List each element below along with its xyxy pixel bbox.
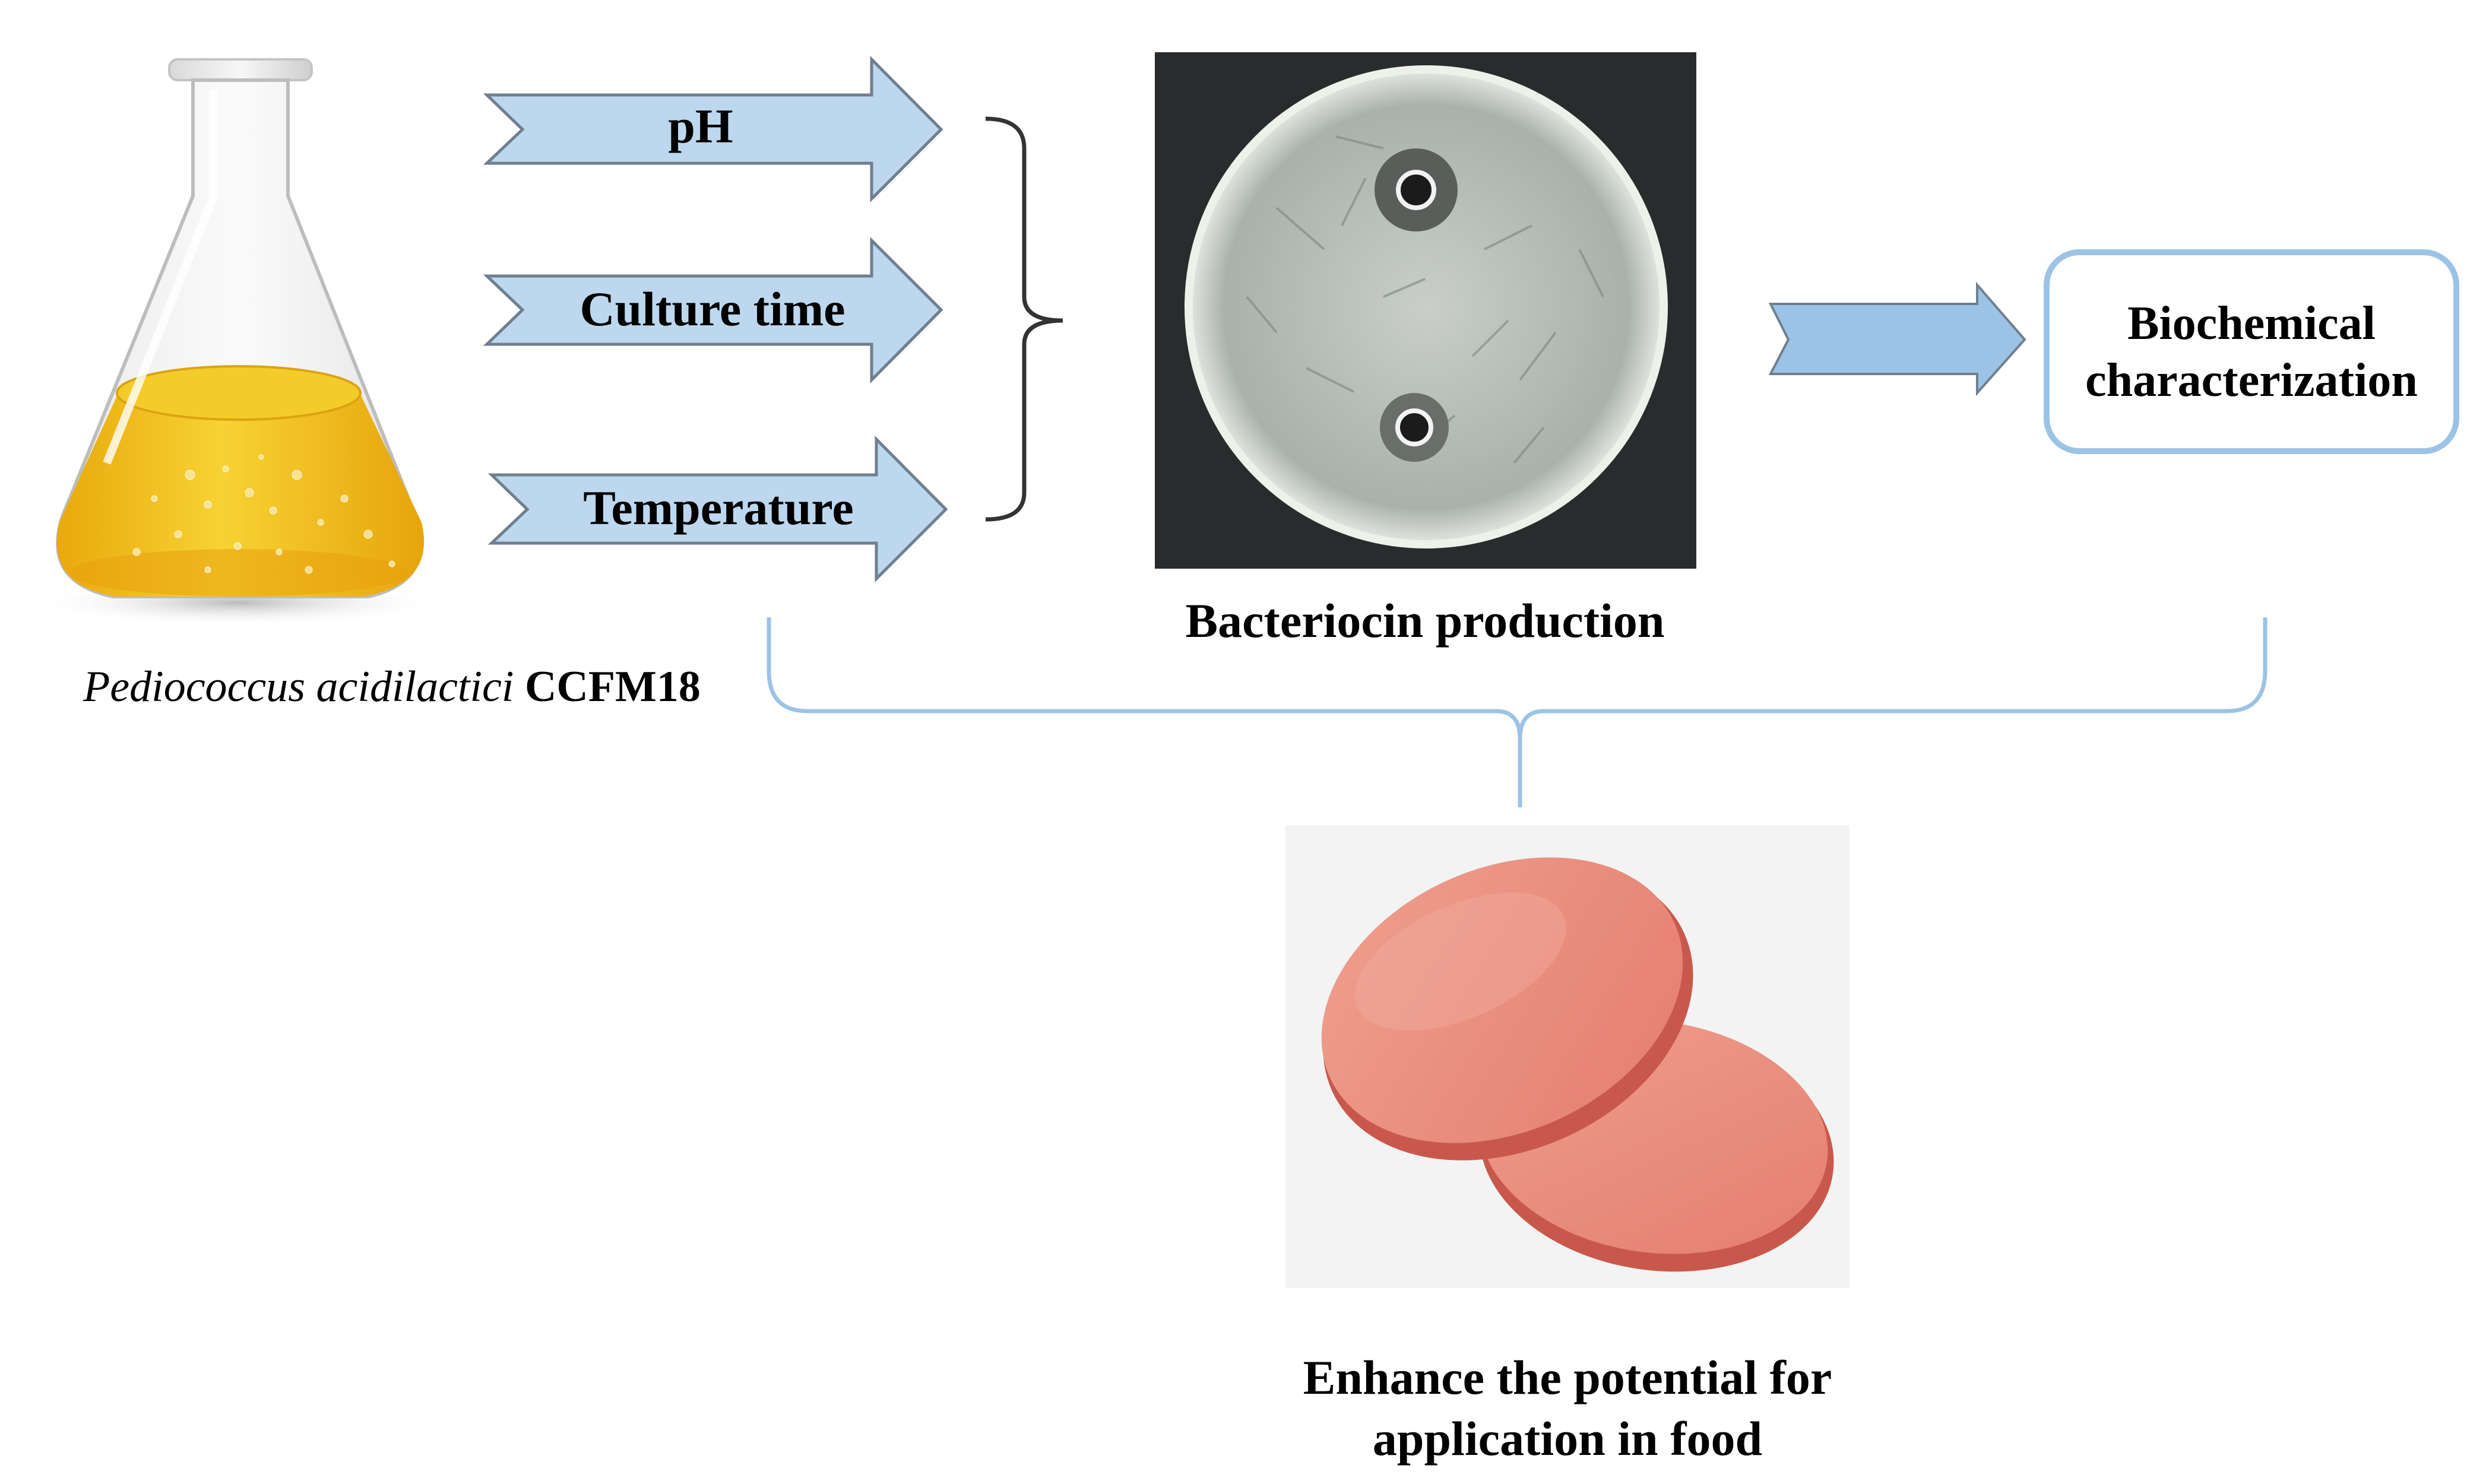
liquid-surface [116, 365, 362, 421]
ham-slice-front [1321, 857, 1683, 1143]
strain-id: CCFM18 [524, 662, 701, 711]
ham-slice-back [1479, 1019, 1828, 1254]
flask-shadow [30, 579, 445, 626]
box-line-1: Biochemical [2127, 297, 2376, 350]
flask-glass [56, 78, 422, 598]
ph-label: pH [668, 99, 733, 153]
culture-time-label: Culture time [579, 282, 845, 336]
species-name: Pediococcus acidilactici [83, 662, 514, 711]
plate-photo-background [1155, 52, 1696, 569]
ham-slice-back-edge [1479, 1025, 1834, 1272]
factor-brace [985, 116, 1063, 522]
bubbles [132, 454, 395, 574]
liquid-bottom [69, 549, 408, 597]
flask-liquid [56, 392, 425, 597]
well-lower [1395, 408, 1433, 446]
inhibition-zone-lower [1380, 393, 1449, 462]
ham-slices [1321, 857, 1834, 1272]
hyphae-texture [1246, 135, 1604, 464]
bacteriocin-caption: Bacteriocin production [1185, 594, 1665, 648]
inhibition-zone-upper [1375, 148, 1458, 232]
biochemical-characterization-box: Biochemical characterization [2044, 249, 2459, 454]
food-caption: Enhance the potential for application in… [1199, 1347, 1936, 1469]
petri-dish [1185, 65, 1668, 548]
flask-rim [168, 58, 313, 81]
temperature-label: Temperature [583, 481, 854, 535]
food-caption-line-2: application in food [1372, 1411, 1763, 1466]
main-arrow [1768, 281, 2026, 397]
food-caption-line-1: Enhance the potential for [1303, 1350, 1832, 1404]
ham-slice-front-edge [1323, 864, 1693, 1160]
flask-caption: Pediococcus acidilactici CCFM18 [24, 662, 760, 712]
food-photo-background [1285, 825, 1850, 1288]
box-line-2: characterization [2085, 354, 2418, 407]
well-upper [1396, 170, 1436, 210]
